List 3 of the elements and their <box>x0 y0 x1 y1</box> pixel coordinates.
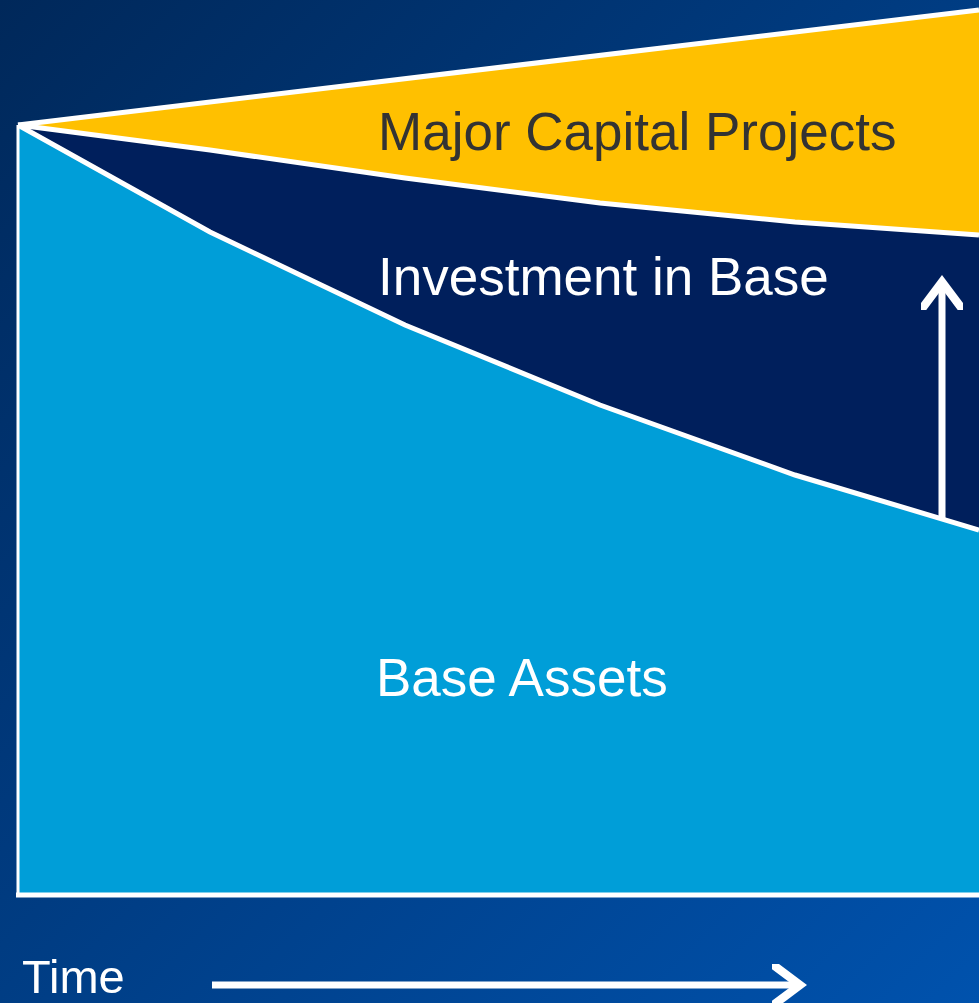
area-label: Investment in Base <box>378 250 829 303</box>
area-label: Base Assets <box>376 651 668 704</box>
axis-label: Time <box>22 953 125 1000</box>
